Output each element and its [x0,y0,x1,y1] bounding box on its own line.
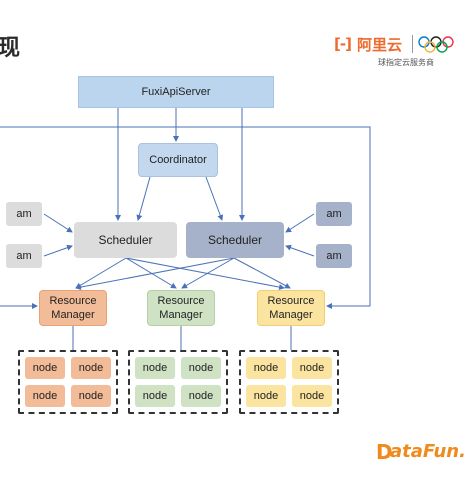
olympic-rings-icon [418,36,454,53]
aliyun-logo: [-] 阿里云 球指定云服务商 [334,33,456,73]
scheduler-right: Scheduler [186,222,284,258]
aliyun-mark-icon: [-] [334,35,352,53]
rm-yellow-line1: Resource [267,295,315,307]
datafun-logo: D ataFun. [376,440,466,466]
am-right-1: am [316,202,352,226]
rm-green-line2: Manager [159,309,203,321]
datafun-brand-text: ataFun. [390,441,466,462]
aliyun-tagline: 球指定云服务商 [378,58,434,67]
datafun-mark-icon: D [376,440,393,464]
node-yellow-2: node [292,357,332,379]
resource-manager-orange: Resource Manager [39,290,107,326]
scheduler-left: Scheduler [74,222,177,258]
resource-manager-green: Resource Manager [147,290,215,326]
slide-title: 现 [0,36,21,61]
coordinator: Coordinator [138,143,218,177]
node-green-1: node [135,357,175,379]
node-orange-1: node [25,357,65,379]
node-green-4: node [181,385,221,407]
am-right-2: am [316,244,352,268]
rm-orange-line2: Manager [51,309,95,321]
am-left-1: am [6,202,42,226]
node-orange-2: node [71,357,111,379]
node-green-3: node [135,385,175,407]
logo-divider [412,35,413,53]
fuxi-api-server: FuxiApiServer [78,76,274,108]
node-cluster-green: node node node node [128,350,228,414]
node-green-2: node [181,357,221,379]
am-left-2: am [6,244,42,268]
node-orange-4: node [71,385,111,407]
node-yellow-4: node [292,385,332,407]
node-yellow-1: node [246,357,286,379]
node-yellow-3: node [246,385,286,407]
node-orange-3: node [25,385,65,407]
rm-orange-line1: Resource [49,295,97,307]
rm-yellow-line2: Manager [269,309,313,321]
rm-green-line1: Resource [157,295,205,307]
node-cluster-yellow: node node node node [239,350,339,414]
node-cluster-orange: node node node node [18,350,118,414]
aliyun-brand-text: 阿里云 [357,36,403,54]
resource-manager-yellow: Resource Manager [257,290,325,326]
